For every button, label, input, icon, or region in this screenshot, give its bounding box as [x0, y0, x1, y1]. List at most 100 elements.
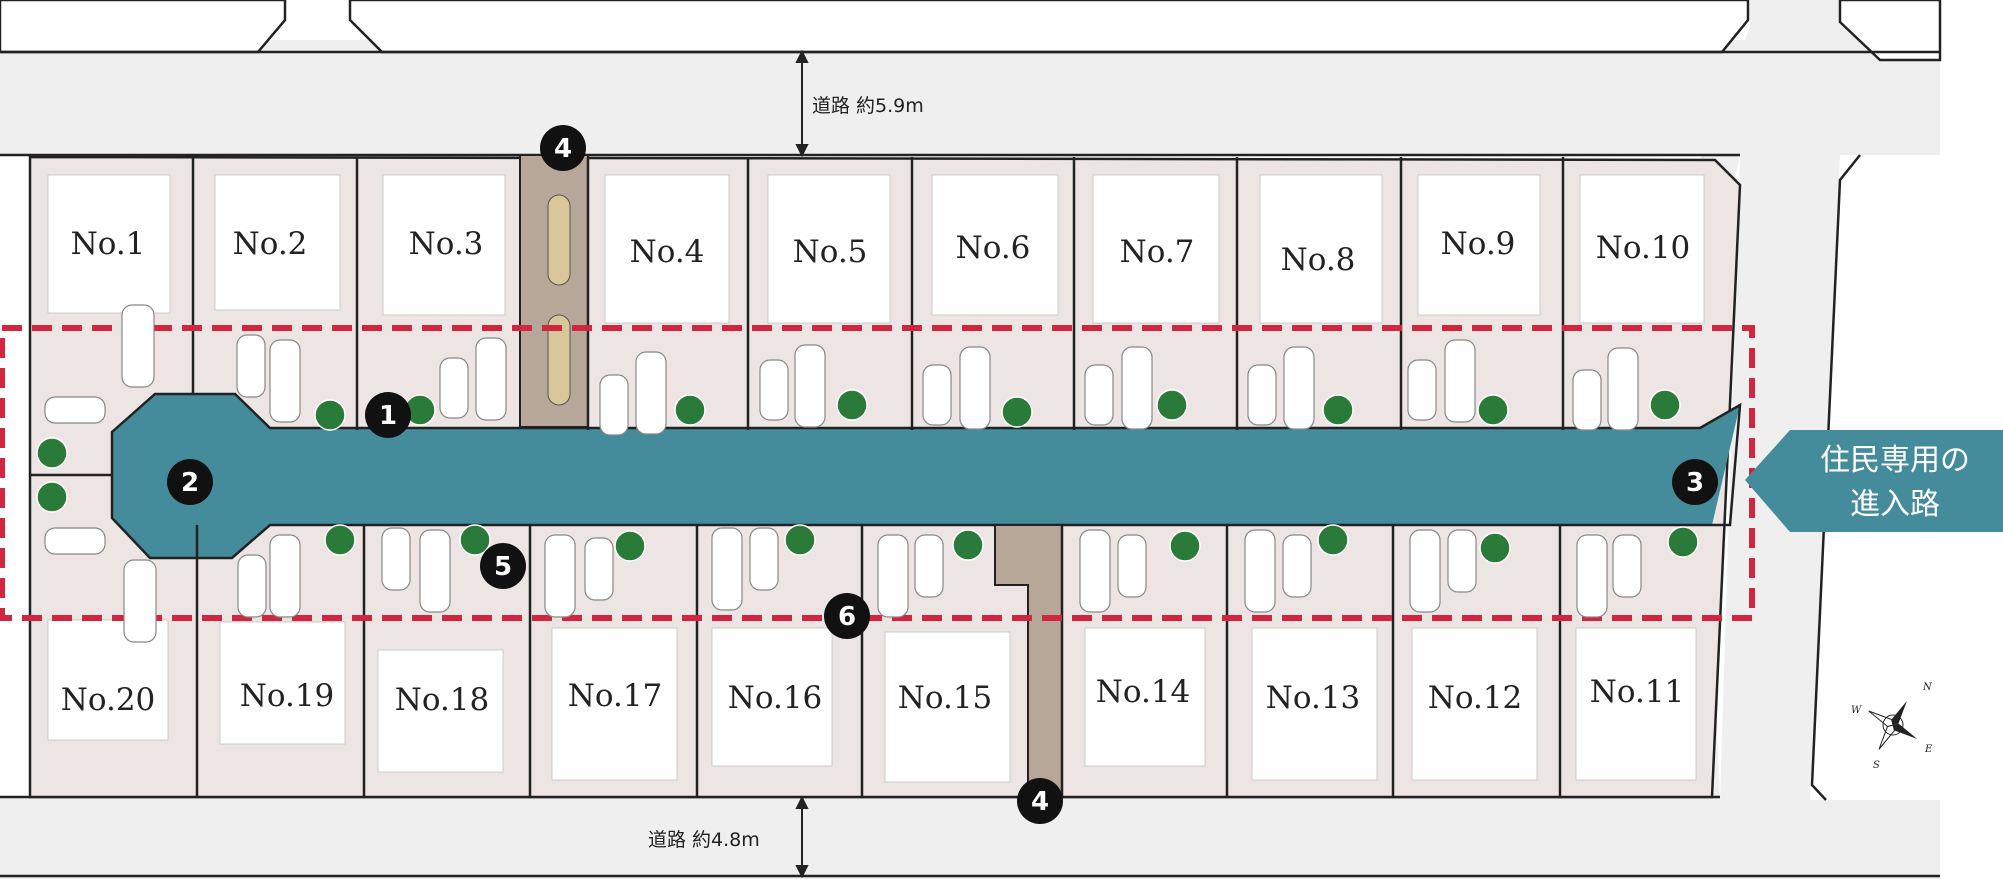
lot-label-no15: No.15: [898, 680, 993, 716]
lot-label-no11: No.11: [1590, 674, 1685, 710]
car-icon: [1247, 364, 1277, 426]
entrance-sign: [1745, 430, 2003, 532]
car-icon: [1121, 346, 1153, 430]
svg-text:4: 4: [554, 134, 572, 164]
lot-label-no13: No.13: [1266, 680, 1361, 716]
tree-icon: [952, 529, 984, 561]
car-icon: [711, 527, 743, 611]
car-icon: [475, 337, 507, 421]
marker-5: 5: [480, 543, 526, 589]
lot-label-no20: No.20: [61, 682, 156, 718]
marker-3: 3: [1672, 459, 1718, 505]
lot-label-no2: No.2: [233, 226, 308, 262]
car-icon: [1282, 534, 1312, 598]
lot-label-no14: No.14: [1096, 674, 1191, 710]
car-icon: [1447, 529, 1477, 593]
car-icon: [439, 357, 469, 419]
car-icon: [759, 359, 789, 421]
car-icon: [1079, 529, 1111, 613]
car-icon: [1576, 534, 1608, 618]
car-icon: [269, 534, 301, 618]
svg-text:N: N: [1922, 682, 1933, 693]
marker-4-south: 4: [1017, 778, 1063, 824]
car-icon: [237, 554, 267, 618]
marker-1: 1: [365, 392, 411, 438]
car-icon: [584, 537, 614, 601]
lot-label-no1: No.1: [71, 226, 146, 262]
car-icon: [419, 529, 451, 613]
north-road: [0, 40, 1940, 155]
lot-label-no8: No.8: [1281, 242, 1356, 278]
lot-label-no19: No.19: [240, 678, 335, 714]
car-icon: [1409, 529, 1441, 613]
car-icon: [1607, 347, 1639, 431]
tree-icon: [1322, 394, 1354, 426]
tree-icon: [1001, 396, 1033, 428]
marker-6: 6: [824, 593, 870, 639]
tree-icon: [1169, 530, 1201, 562]
tree-icon: [36, 481, 68, 513]
car-icon: [1407, 359, 1437, 421]
tree-icon: [314, 399, 346, 431]
south-road: [0, 797, 1940, 879]
car-icon: [877, 534, 909, 618]
tree-icon: [614, 530, 646, 562]
compass-icon: N E S W: [1851, 682, 1933, 771]
car-icon: [914, 534, 944, 598]
tree-icon: [1649, 389, 1681, 421]
car-icon: [44, 396, 106, 424]
car-icon: [1283, 346, 1315, 430]
north-road-width-label: 道路 約5.9m: [812, 95, 924, 117]
south-road-width-label: 道路 約4.8m: [648, 829, 760, 851]
lot-label-no17: No.17: [568, 678, 663, 714]
car-icon: [123, 559, 157, 643]
tree-icon: [1156, 389, 1188, 421]
tree-icon: [324, 524, 356, 556]
tree-icon: [1477, 394, 1509, 426]
car-icon: [1084, 364, 1114, 426]
entrance-sign-line2: 進入路: [1850, 487, 1940, 522]
car-icon: [959, 346, 991, 430]
car-icon: [635, 351, 667, 435]
tree-icon: [1317, 524, 1349, 556]
lot-label-no6: No.6: [956, 230, 1031, 266]
car-icon: [1444, 339, 1476, 423]
private-access-road: [112, 394, 1740, 558]
svg-text:W: W: [1851, 705, 1862, 716]
svg-text:6: 6: [838, 602, 856, 632]
tree-icon: [1667, 526, 1699, 558]
car-icon: [1117, 534, 1147, 598]
car-icon: [794, 344, 826, 428]
svg-text:2: 2: [181, 468, 199, 498]
marker-2: 2: [167, 459, 213, 505]
lot-label-no16: No.16: [728, 680, 823, 716]
car-icon: [121, 304, 155, 388]
tree-icon: [459, 524, 491, 556]
tree-icon: [1479, 532, 1511, 564]
marker-4-north: 4: [540, 125, 586, 171]
car-icon: [1244, 529, 1276, 613]
lot-label-no18: No.18: [395, 682, 490, 718]
svg-text:4: 4: [1031, 787, 1049, 817]
car-icon: [236, 334, 266, 398]
tree-icon: [836, 389, 868, 421]
lot-label-no4: No.4: [630, 234, 705, 270]
svg-text:E: E: [1924, 744, 1933, 755]
car-icon: [544, 534, 576, 618]
svg-text:1: 1: [379, 401, 397, 431]
lot-label-no9: No.9: [1441, 226, 1516, 262]
car-icon: [922, 364, 952, 426]
svg-text:5: 5: [494, 552, 512, 582]
tree-icon: [36, 437, 68, 469]
car-icon: [44, 527, 106, 555]
car-icon: [269, 339, 301, 423]
car-icon: [1572, 369, 1602, 431]
car-icon: [1612, 534, 1642, 598]
lot-label-no5: No.5: [793, 234, 868, 270]
lot-label-no3: No.3: [409, 226, 484, 262]
lot-label-no12: No.12: [1428, 680, 1523, 716]
car-icon: [381, 527, 411, 591]
entrance-sign-line1: 住民専用の: [1820, 443, 1970, 478]
lot-label-no10: No.10: [1596, 230, 1691, 266]
